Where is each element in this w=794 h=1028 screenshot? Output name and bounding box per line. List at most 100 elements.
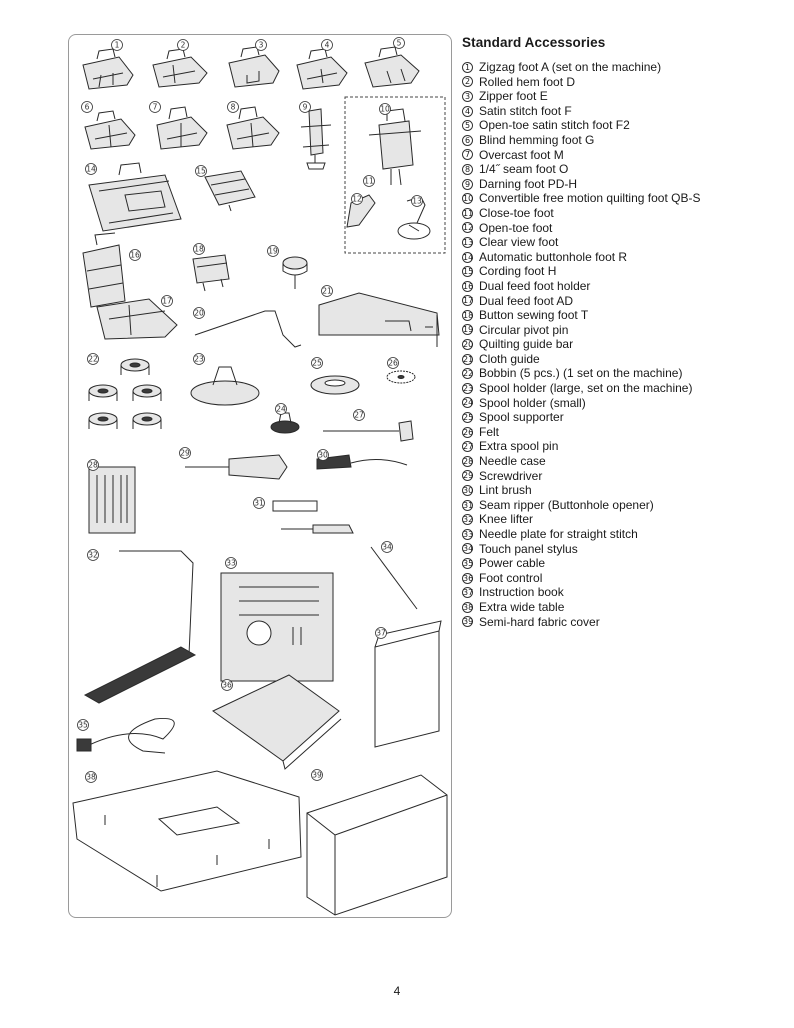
item-label: Screwdriver (479, 469, 542, 484)
foot-control-drawing (213, 675, 341, 769)
accessory-item: 23Spool holder (large, set on the machin… (462, 381, 700, 396)
accessory-item: 4Satin stitch foot F (462, 104, 700, 119)
accessory-item: 5Open-toe satin stitch foot F2 (462, 118, 700, 133)
quarter-inch-seam-foot-o-drawing (227, 107, 279, 149)
accessory-item: 17Dual feed foot AD (462, 294, 700, 309)
svg-text:12: 12 (352, 195, 362, 204)
svg-text:21: 21 (322, 287, 332, 296)
svg-text:4: 4 (325, 41, 330, 50)
svg-text:3: 3 (259, 41, 264, 50)
svg-text:38: 38 (86, 773, 96, 782)
touch-panel-stylus-drawing (371, 547, 417, 609)
item-number-badge: 14 (462, 252, 473, 263)
item-number-badge: 22 (462, 368, 473, 379)
item-label: Spool supporter (479, 410, 564, 425)
callout-number: 17 (162, 296, 173, 307)
zigzag-foot-a-drawing (83, 49, 133, 89)
accessory-item: 3Zipper foot E (462, 89, 700, 104)
accessory-item: 39Semi-hard fabric cover (462, 615, 700, 630)
callout-number: 30 (318, 450, 329, 461)
item-number-badge: 8 (462, 164, 473, 175)
item-label: Foot control (479, 571, 542, 586)
item-number-badge: 1 (462, 62, 473, 73)
section-title: Standard Accessories (462, 35, 605, 50)
item-label: Zipper foot E (479, 89, 548, 104)
item-number-badge: 11 (462, 208, 473, 219)
satin-stitch-foot-f-drawing (297, 49, 347, 89)
callout-number: 37 (376, 628, 387, 639)
item-label: Needle plate for straight stitch (479, 527, 638, 542)
item-number-badge: 31 (462, 500, 473, 511)
svg-text:31: 31 (254, 499, 264, 508)
callout-number: 4 (322, 40, 333, 51)
accessory-item: 25 Spool supporter (462, 410, 700, 425)
item-number-badge: 25 (462, 412, 473, 423)
callout-number: 36 (222, 680, 233, 691)
quilting-guide-bar-drawing (195, 311, 301, 347)
item-number-badge: 26 (462, 427, 473, 438)
extra-wide-table-drawing (73, 771, 301, 891)
svg-text:35: 35 (78, 721, 88, 730)
item-label: Extra spool pin (479, 439, 558, 454)
svg-text:33: 33 (226, 559, 236, 568)
item-label: Knee lifter (479, 512, 533, 527)
svg-text:10: 10 (380, 105, 390, 114)
accessory-item: 12 Open-toe foot (462, 221, 700, 236)
callout-number: 21 (322, 286, 333, 297)
item-number-badge: 19 (462, 324, 473, 335)
item-label: Zigzag foot A (set on the machine) (479, 60, 661, 75)
item-label: Open-toe satin stitch foot F2 (479, 118, 630, 133)
callout-number: 26 (388, 358, 399, 369)
accessory-item: 32Knee lifter (462, 512, 700, 527)
extra-spool-pin-drawing (323, 421, 413, 441)
item-label: Cording foot H (479, 264, 556, 279)
item-label: Open-toe foot (479, 221, 552, 236)
item-number-badge: 21 (462, 354, 473, 365)
item-label: Clear view foot (479, 235, 558, 250)
circular-pivot-pin-drawing (283, 257, 307, 289)
svg-text:6: 6 (85, 103, 90, 112)
item-label: Convertible free motion quilting foot QB… (479, 191, 700, 206)
accessory-item: 7Overcast foot M (462, 148, 700, 163)
item-number-badge: 9 (462, 179, 473, 190)
item-number-badge: 35 (462, 558, 473, 569)
svg-text:29: 29 (180, 449, 190, 458)
callout-number: 3 (256, 40, 267, 51)
felt-drawing (387, 371, 415, 383)
item-label: Instruction book (479, 585, 564, 600)
accessories-illustration: 1234567891011121314151617181920212223242… (69, 35, 453, 919)
svg-text:27: 27 (354, 411, 364, 420)
accessory-item: 34Touch panel stylus (462, 542, 700, 557)
callout-number: 14 (86, 164, 97, 175)
item-number-badge: 12 (462, 222, 473, 233)
page-number: 4 (0, 984, 794, 998)
svg-text:9: 9 (303, 103, 308, 112)
spool-supporter-drawing (311, 376, 359, 394)
callout-number: 31 (254, 498, 265, 509)
svg-text:34: 34 (382, 543, 392, 552)
svg-text:14: 14 (86, 165, 96, 174)
item-label: Close-toe foot (479, 206, 554, 221)
item-label: Lint brush (479, 483, 532, 498)
svg-text:30: 30 (318, 451, 328, 460)
item-label: Satin stitch foot F (479, 104, 572, 119)
accessory-item: 13Clear view foot (462, 235, 700, 250)
accessory-item: 38Extra wide table (462, 600, 700, 615)
item-number-badge: 37 (462, 587, 473, 598)
item-number-badge: 2 (462, 76, 473, 87)
svg-text:5: 5 (397, 39, 402, 48)
item-label: Extra wide table (479, 600, 564, 615)
accessories-list: 1Zigzag foot A (set on the machine)2Roll… (462, 60, 700, 629)
needle-case-drawing (89, 467, 135, 533)
button-sewing-foot-t-drawing (193, 255, 229, 291)
svg-text:15: 15 (196, 167, 206, 176)
item-label: Semi-hard fabric cover (479, 615, 600, 630)
